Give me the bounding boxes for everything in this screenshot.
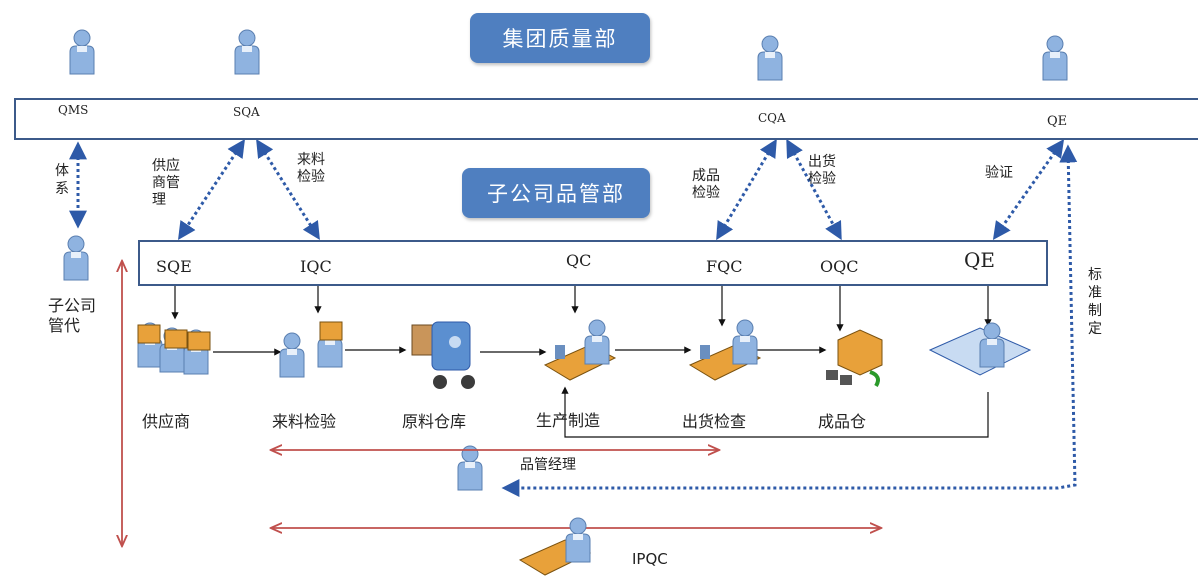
role-qc: QC [566,251,592,270]
link-label-tixi: 体系 [55,163,69,197]
person-icon-qc-manager [457,445,483,491]
ipqc-workstation-icon [518,517,592,576]
ipqc-label: IPQC [632,550,668,568]
process-flow-arrows [213,346,989,438]
subsidiary-quality-dept-box: 子公司品管部 [462,168,650,218]
process-production: 生产制造 [536,411,601,430]
group-level-band [14,98,1198,140]
process-finished-warehouse: 成品仓 [818,412,867,431]
incoming-inspection-icon [279,321,343,378]
shipment-check-workstation-icon [688,319,762,381]
supplier-workers-icon [137,322,211,375]
finished-goods-boxes-icon [826,329,883,388]
role-sqe: SQE [156,257,192,276]
subsidiary-rep-label: 子公司 管代 [48,296,97,335]
role-oqc: OQC [820,257,859,276]
process-supplier: 供应商 [142,412,191,431]
qc-manager-label: 品管经理 [520,457,576,473]
qe-computer-desk-icon [928,322,1032,376]
dotted-links [69,138,1078,497]
person-icon-qms [69,29,95,75]
person-icon-qe-group [1042,35,1068,81]
person-icon-sqa [234,29,260,75]
process-shipment-check: 出货检查 [682,412,747,431]
role-fqc: FQC [706,257,743,276]
role-qe-group: QE [1047,114,1068,129]
link-label-supplier-mgmt: 供应 商管 理 [152,158,180,208]
role-cqa: CQA [758,111,786,125]
person-icon-sub-rep [63,235,89,281]
role-qe-sub: QE [964,248,995,272]
person-icon-cqa [757,35,783,81]
subsidiary-level-band [138,240,1048,286]
process-raw-warehouse: 原料仓库 [402,412,467,431]
warehouse-forklift-icon [411,321,475,389]
link-label-standard: 标准制定 [1088,267,1102,337]
link-label-shipment-inspect: 出货 检验 [808,154,836,187]
link-label-verify: 验证 [985,165,1013,181]
production-workstation-icon [543,319,617,381]
link-label-incoming-inspect: 来料 检验 [297,152,325,185]
process-incoming-inspection: 来料检验 [272,412,337,431]
red-range-arrows [122,262,880,545]
role-iqc: IQC [300,257,332,276]
link-label-product-inspect: 成品 检验 [692,168,720,201]
group-quality-dept-box: 集团质量部 [470,13,650,63]
role-qms: QMS [58,103,89,117]
role-sqa: SQA [233,105,260,119]
